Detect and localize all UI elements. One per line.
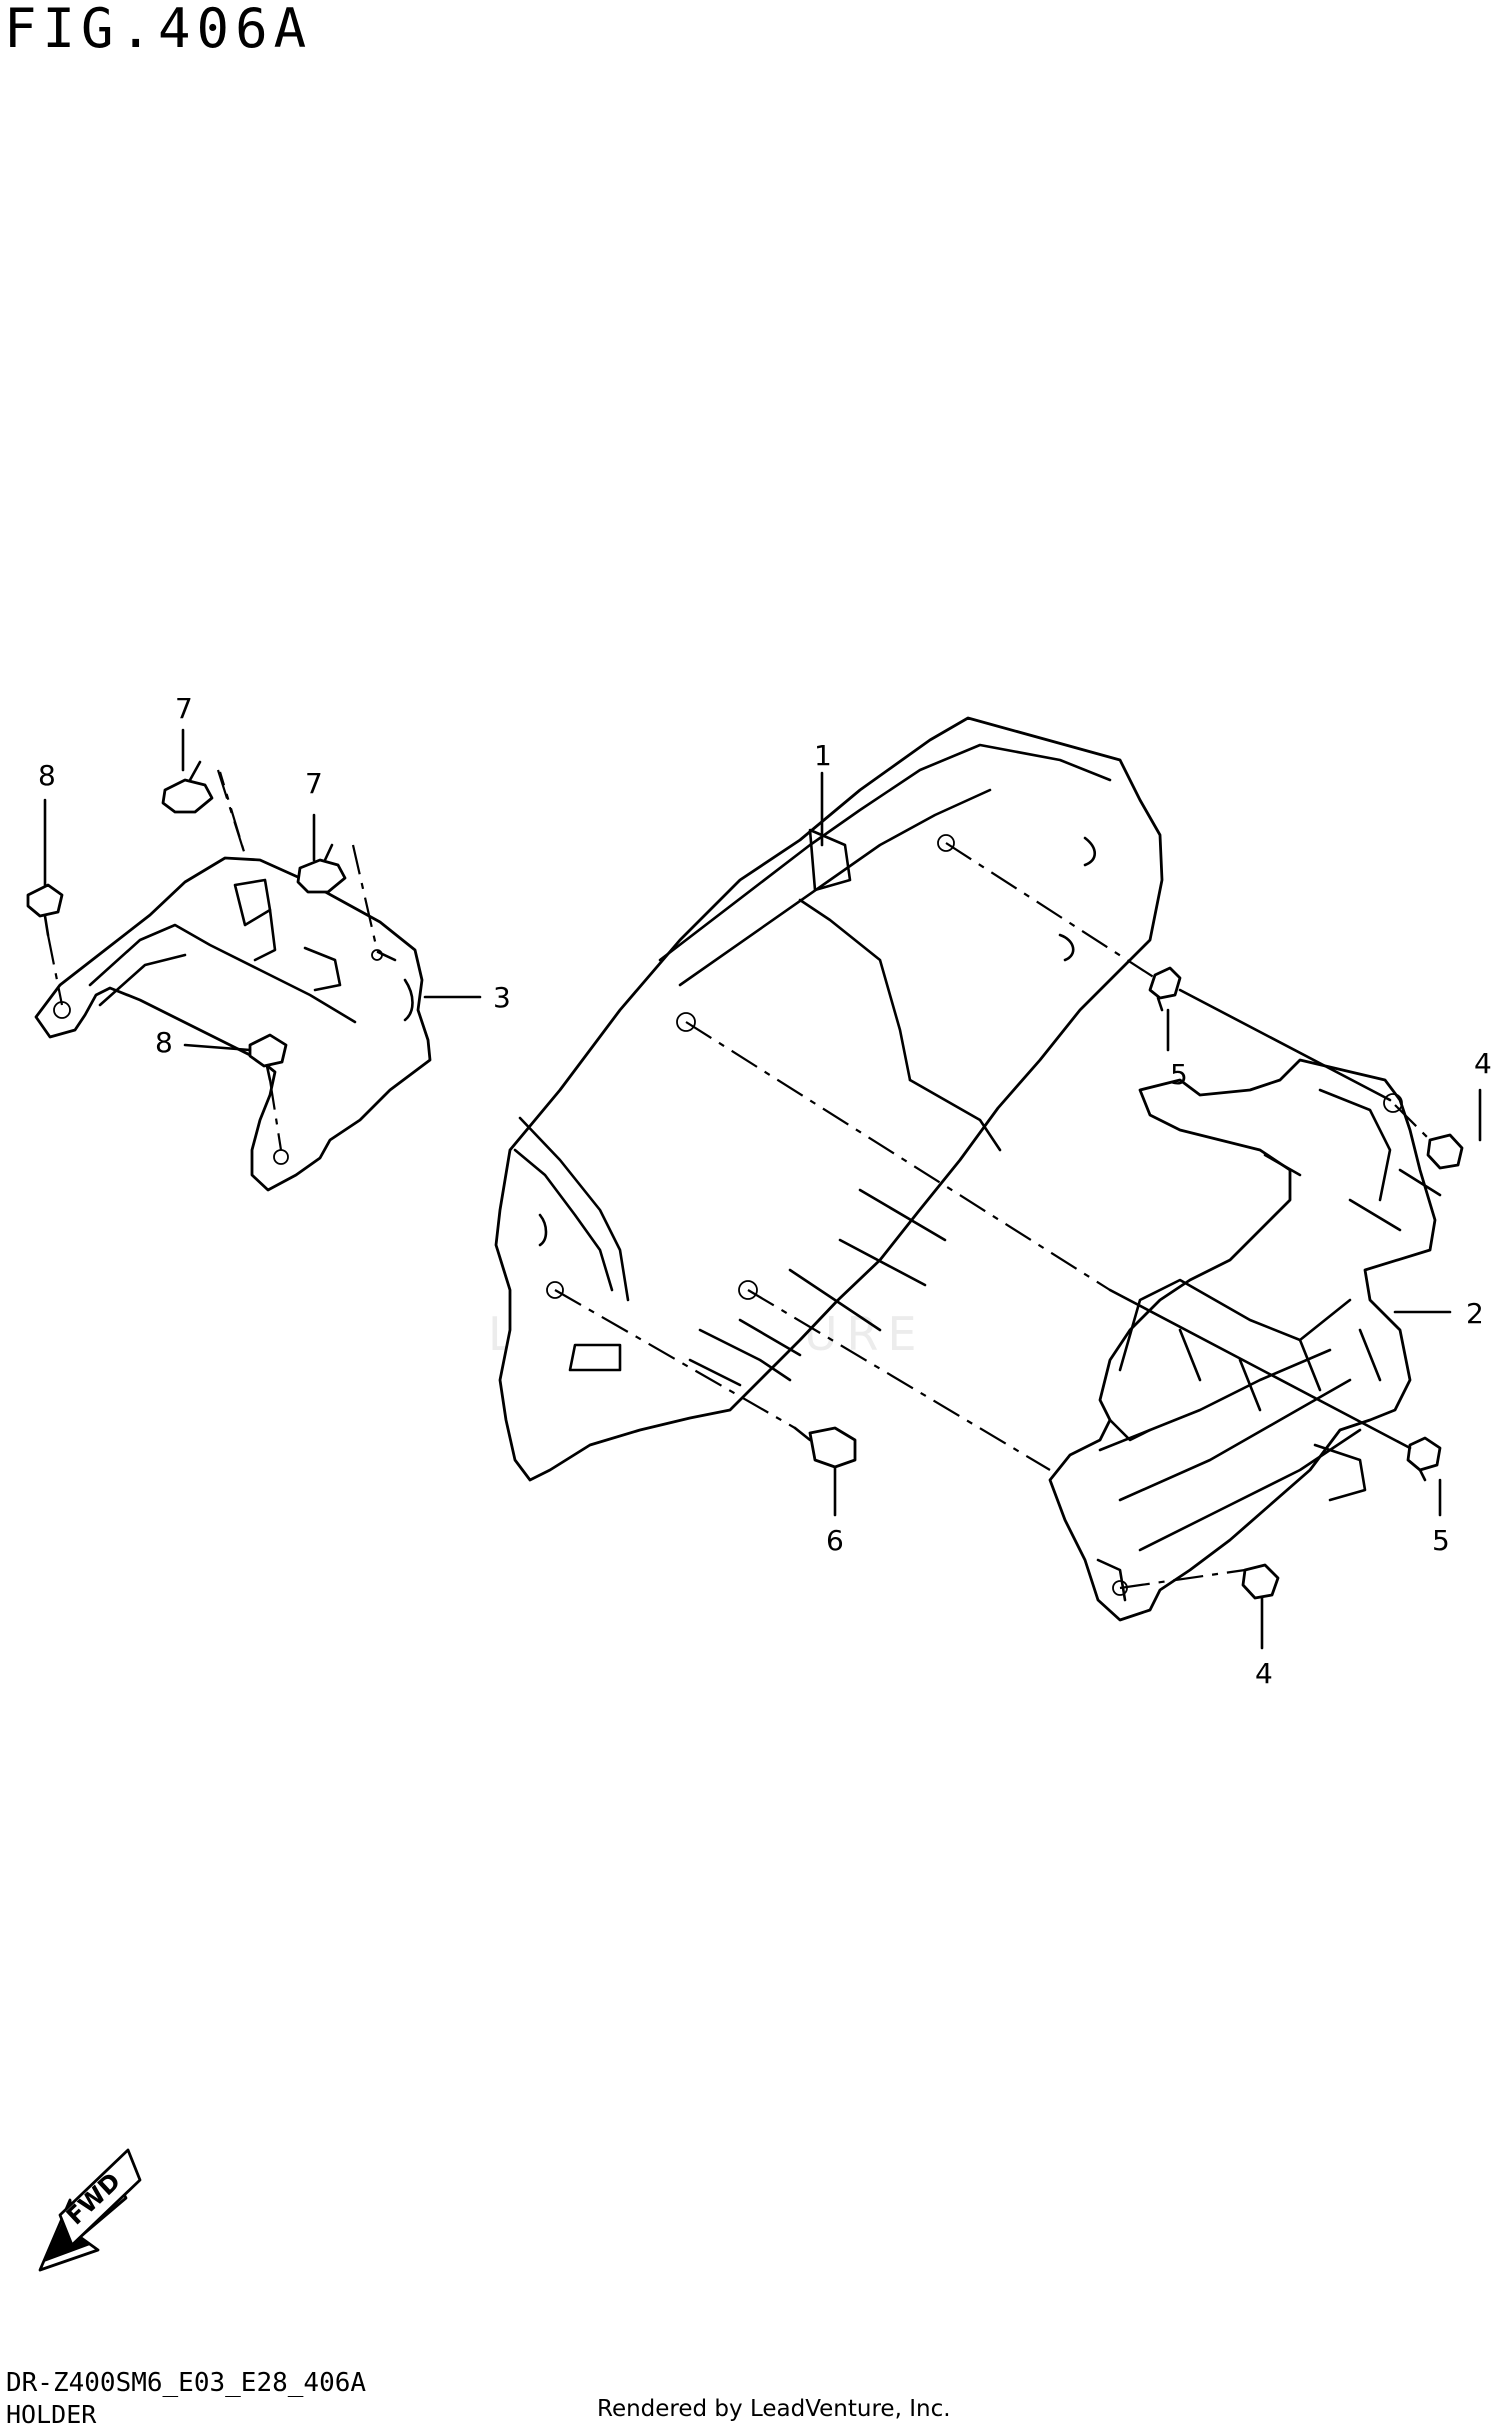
callout-4-lower: 4: [1255, 1657, 1273, 1690]
callout-5-lower: 5: [1432, 1524, 1450, 1557]
nut-4-lower-icon: [1241, 1563, 1280, 1600]
figure-code: DR-Z400SM6_E03_E28_406A: [6, 2368, 367, 2398]
callout-4-upper: 4: [1474, 1047, 1492, 1080]
bolt-6-icon: [793, 1426, 857, 1469]
screw-8-right-icon: [248, 1033, 288, 1082]
clip-7-right-icon: [296, 843, 347, 894]
callout-8-lower: 8: [155, 1026, 173, 1059]
bolt-5-upper-icon: [1148, 966, 1182, 1012]
hardware: [26, 760, 1464, 1600]
callouts: 1 2 3 4 4 5 5 6 7 7 8 8: [38, 692, 1492, 1690]
figure-name: HOLDER: [6, 2400, 97, 2429]
callout-1: 1: [814, 739, 832, 772]
callout-2: 2: [1466, 1297, 1484, 1330]
part-1-holder: [494, 716, 1164, 1482]
callout-3: 3: [493, 981, 511, 1014]
render-credit: Rendered by LeadVenture, Inc.: [597, 2396, 951, 2422]
callout-5-upper: 5: [1170, 1058, 1188, 1091]
clip-7-left-icon: [161, 760, 214, 814]
callout-6: 6: [826, 1524, 844, 1557]
leader-lines: [43, 728, 1482, 1650]
nut-4-upper-icon: [1426, 1133, 1464, 1170]
screw-8-left-icon: [26, 883, 64, 937]
assembly-lines: [46, 769, 1431, 1590]
fwd-arrow-icon: FWD: [38, 2148, 142, 2272]
callout-8-upper: 8: [38, 759, 56, 792]
part-3-bracket: [34, 856, 432, 1192]
callout-7-right: 7: [305, 767, 323, 800]
callout-7-left: 7: [175, 692, 193, 725]
bolt-5-lower-icon: [1406, 1436, 1442, 1482]
figure-title: FIG.406A: [4, 0, 313, 60]
part-2-bracket: [1048, 1058, 1442, 1622]
